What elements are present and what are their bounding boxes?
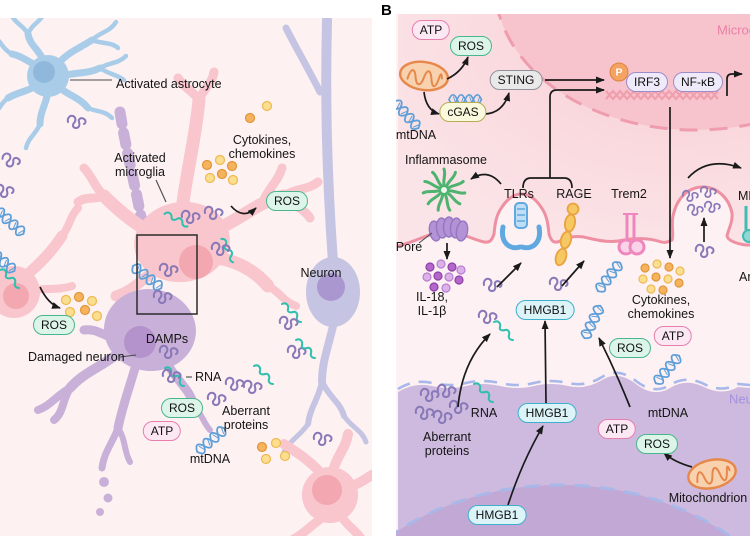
label-microglia-b: Microglia — [717, 22, 750, 38]
sting-badge: STING — [489, 70, 543, 90]
label-aberrant-proteins-a: Aberrant proteins — [222, 404, 270, 432]
interleukin-dots — [422, 259, 466, 293]
label-mtdna-a: mtDNA — [189, 452, 231, 466]
hmgb1-badge: HMGB1 — [515, 300, 575, 320]
label-mtdna-b1: mtDNA — [395, 128, 437, 142]
label-rna-b: RNA — [470, 406, 498, 420]
panel-a-scene — [0, 18, 372, 536]
microglia-cell-left — [0, 204, 82, 318]
label-activated-microglia: Activated microglia — [114, 151, 166, 179]
label-activated-astrocyte: Activated astrocyte — [116, 77, 222, 91]
phospho-badge: P — [609, 62, 629, 82]
pore-icon — [428, 216, 469, 242]
ros-badge: ROS — [265, 191, 309, 211]
label-neuron-b: Neuron — [729, 391, 750, 407]
cgas-badge: cGAS — [439, 102, 487, 122]
activated-astrocyte-cell — [0, 18, 129, 151]
label-cytokines-b: Cytokines, chemokines — [627, 293, 695, 321]
hmgb1-badge: HMGB1 — [467, 505, 527, 525]
microglia-cell-bottom — [279, 429, 372, 536]
label-pore: Pore — [395, 240, 423, 254]
cytokine-dots-b — [638, 259, 685, 295]
label-damps: DAMPs — [145, 332, 189, 346]
label-interleukins: IL-18, IL-1β — [416, 290, 448, 318]
ros-release-arrow — [230, 205, 257, 216]
neuron-cell — [281, 18, 369, 455]
label-mitochondrion: Mitochondrion — [668, 491, 748, 505]
nfkb-badge: NF-κB — [673, 72, 723, 92]
atp-badge: ATP — [597, 419, 637, 439]
atp-badge: ATP — [411, 20, 451, 40]
mhc-receptor-icon — [742, 206, 750, 243]
label-cytokines-a: Cytokines, chemokines — [228, 133, 296, 161]
label-mtdna-b2: mtDNA — [647, 406, 689, 420]
ros-badge: ROS — [635, 434, 679, 454]
activated-microglia-cell — [73, 67, 323, 310]
ros-badge: ROS — [608, 338, 652, 358]
panel-b-tag: B — [381, 2, 392, 19]
hmgb1-badge: HMGB1 — [517, 403, 577, 423]
ros-badge: ROS — [32, 315, 76, 335]
label-neuron-a: Neuron — [300, 266, 342, 280]
inset-box — [136, 234, 198, 315]
label-mhc: MHC — [738, 189, 750, 203]
label-antigen: Antigen — [739, 270, 750, 284]
ros-badge: ROS — [449, 36, 493, 56]
pathway-arrows — [423, 56, 743, 506]
ros-badge: ROS — [160, 398, 204, 418]
label-trem2: Trem2 — [611, 187, 647, 201]
rage-receptor-icon — [554, 202, 580, 267]
atp-badge: ATP — [653, 326, 693, 346]
label-damaged-neuron: Damaged neuron — [28, 350, 125, 364]
trem2-receptor-icon — [617, 213, 646, 256]
label-tlrs: TLRs — [504, 187, 534, 201]
atp-badge: ATP — [142, 421, 182, 441]
label-inflammasome: Inflammasome — [405, 153, 487, 167]
cytokine-dots — [60, 100, 291, 465]
label-aberrant-proteins-b: Aberrant proteins — [423, 430, 471, 458]
neuron-membrane-dashes — [397, 371, 750, 391]
ros-release-arrow-left — [39, 286, 61, 309]
label-rage: RAGE — [556, 187, 592, 201]
label-rna-a: RNA — [195, 370, 222, 384]
tlr-receptor-icon — [499, 202, 543, 251]
irf3-badge: IRF3 — [625, 72, 669, 92]
